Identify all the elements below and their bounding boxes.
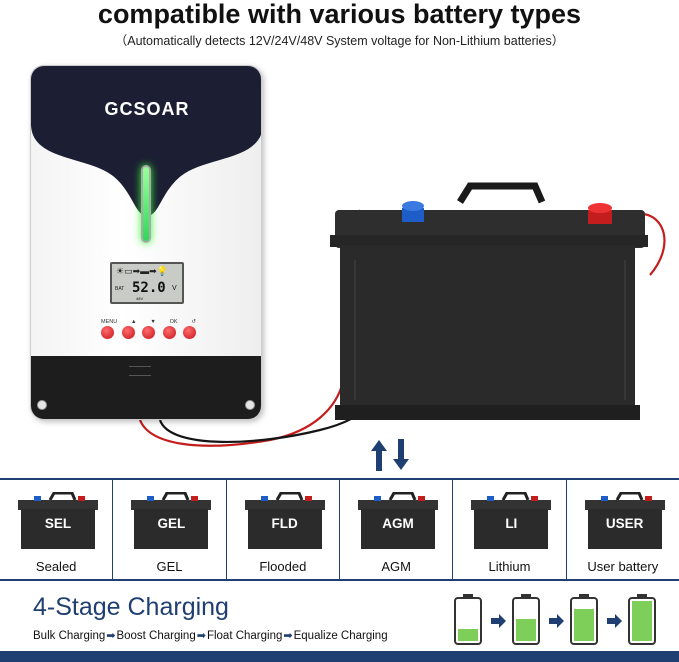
arrow-right-icon (491, 614, 506, 628)
brand-logo: GCSOAR (104, 99, 190, 119)
subheadline: （Automatically detects 12V/24V/48V Syste… (114, 34, 565, 48)
arrow-right-icon: ➡ (106, 630, 116, 642)
battery-type-name: AGM (381, 559, 411, 574)
ok-button[interactable] (162, 326, 176, 339)
battery-icon (18, 492, 98, 549)
battery-type-user: USER User battery (567, 480, 679, 579)
battery-type-flooded: FLD Flooded (227, 480, 340, 579)
step-equalize: Equalize Charging (293, 629, 388, 642)
bidirectional-arrows-icon (371, 439, 409, 471)
battery-level-icon (512, 594, 540, 645)
lcd-icons: ☀▭➡▬➡💡 (116, 266, 168, 276)
charging-title: 4-Stage Charging (33, 593, 229, 621)
lcd-label: BAT (115, 286, 125, 292)
battery-level-icon (570, 594, 598, 645)
battery-type-name: Sealed (35, 559, 77, 574)
step-bulk: Bulk Charging (33, 629, 106, 642)
battery-type-sealed: SEL Sealed (0, 480, 114, 579)
battery-type-gel: GEL GEL (113, 480, 227, 579)
controller-front-panel (31, 66, 261, 216)
screw-icon (37, 400, 47, 410)
arrow-right-icon: ➡ (196, 630, 206, 642)
controller-terminal-cover (31, 356, 261, 419)
lcd-subvalue: 48V (136, 296, 144, 301)
menu-label: MENU (101, 319, 118, 325)
arrow-right-icon: ➡ (283, 630, 293, 642)
up-button[interactable] (121, 326, 135, 339)
arrow-right-icon (549, 614, 564, 628)
battery-icon (244, 492, 325, 549)
battery-types-grid: SEL Sealed GEL GEL FLD Flooded AGM AGM (0, 478, 679, 581)
headline: compatible with various battery types (97, 0, 582, 29)
battery-icon (357, 492, 438, 549)
battery-type-code: SEL (44, 516, 72, 531)
footer-bar (0, 651, 679, 662)
back-button[interactable] (183, 326, 196, 339)
status-led (141, 165, 151, 243)
battery-icon (131, 492, 212, 549)
down-label: ▼ (150, 319, 156, 325)
battery-type-code: FLD (271, 516, 298, 531)
battery-level-icon (454, 594, 482, 645)
ok-label: OK (169, 319, 178, 325)
battery-type-code: LI (505, 516, 518, 531)
step-boost: Boost Charging (116, 629, 196, 642)
battery-type-code: USER (605, 516, 644, 531)
charging-steps: Bulk Charging ➡ Boost Charging ➡ Float C… (33, 629, 388, 643)
car-battery (330, 182, 648, 420)
step-float: Float Charging (206, 629, 283, 642)
battery-type-name: User battery (587, 559, 659, 574)
lcd-value: 52.0 (132, 280, 166, 296)
button-labels: MENU ▲ ▼ OK ↺ (101, 319, 196, 325)
menu-button[interactable] (101, 326, 114, 339)
battery-type-agm: AGM AGM (340, 480, 454, 579)
charge-controller: GCSOAR ☀▭➡▬➡💡 BAT 52.0 V 48V MENU ▲ ▼ OK… (30, 65, 262, 420)
up-label: ▲ (131, 319, 137, 325)
screw-icon (245, 400, 255, 410)
down-button[interactable] (142, 326, 155, 339)
lcd-display: ☀▭➡▬➡💡 BAT 52.0 V 48V (110, 262, 184, 304)
charging-level-icons (454, 594, 656, 645)
battery-type-lithium: LI Lithium (453, 480, 567, 579)
arrow-right-icon (607, 614, 622, 628)
battery-icon (471, 492, 552, 549)
lcd-unit: V (172, 285, 177, 292)
back-label: ↺ (191, 319, 196, 325)
battery-type-code: GEL (157, 516, 186, 531)
vent (129, 366, 151, 376)
battery-type-name: GEL (156, 559, 183, 574)
battery-icon (584, 492, 665, 549)
battery-type-name: Flooded (259, 559, 307, 574)
battery-type-code: AGM (382, 516, 414, 531)
battery-level-icon (628, 594, 656, 645)
button-row (101, 326, 196, 339)
battery-type-name: Lithium (488, 559, 531, 574)
